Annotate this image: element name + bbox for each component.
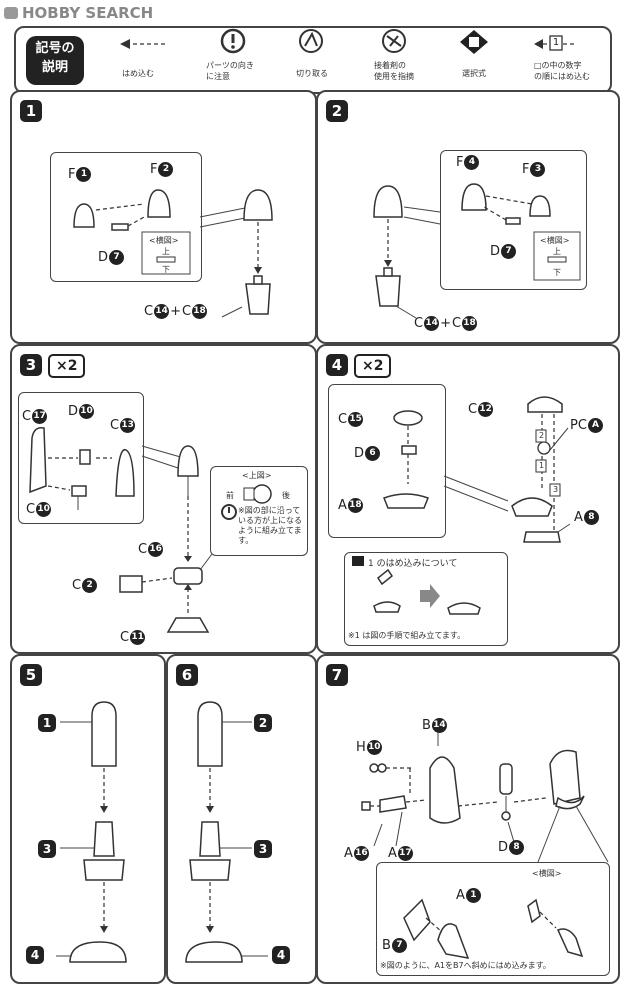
- step-number: 5: [20, 664, 42, 686]
- bottom-label: 下: [553, 268, 561, 277]
- step-1-drawing: [73, 189, 273, 318]
- step-number: 6: [176, 664, 198, 686]
- step-number: 4: [326, 354, 348, 376]
- order-3: 3: [553, 485, 559, 494]
- step-5-drawing: [56, 701, 127, 963]
- legend-label-cut: 切り取る: [296, 69, 328, 78]
- part-ref-3: 3: [254, 840, 272, 858]
- top-label: 上: [553, 247, 561, 256]
- step-number: 7: [326, 664, 348, 686]
- legend-label-orientation-2: に注意: [206, 72, 230, 81]
- step-5-panel: 5 1 3 4: [10, 654, 166, 984]
- step-number: 2: [326, 100, 348, 122]
- warning-note: ※1 は図の手順で組み立てます。: [348, 631, 466, 640]
- multiplier-badge: ×2: [48, 354, 86, 378]
- order-2: 2: [539, 431, 545, 440]
- step-4-drawing: [352, 396, 571, 615]
- bottom-label: 下: [162, 265, 170, 274]
- part-ref-2: 2: [254, 714, 272, 732]
- part-ref-4: 4: [272, 946, 290, 964]
- step-number: 3: [20, 354, 42, 376]
- back-label: 後: [282, 491, 290, 500]
- step-3-drawing: [29, 426, 272, 633]
- front-label: 前: [226, 491, 234, 500]
- side-view-label: <横図>: [540, 236, 570, 245]
- legend-label-adhesive-1: 接着剤の: [374, 61, 406, 70]
- top-label: 上: [162, 247, 170, 256]
- order-1: 1: [539, 461, 545, 470]
- logo-icon: [4, 7, 18, 19]
- part-ref-3: 3: [38, 840, 56, 858]
- step-6-panel: 6 2 3 4: [166, 654, 317, 984]
- step-2-drawing: [373, 183, 581, 319]
- watermark-logo: HOBBY SEARCH: [4, 4, 153, 22]
- side-view-label: <横図>: [149, 236, 179, 245]
- part-ref-4: 4: [26, 946, 44, 964]
- legend-label-order-2: の順にはめ込む: [534, 72, 590, 81]
- legend-icons: [120, 28, 576, 54]
- legend-label-select: 選択式: [462, 69, 486, 78]
- legend-label-adhesive-2: 使用を指摘: [374, 72, 414, 81]
- top-view-label: <上図>: [242, 471, 272, 480]
- legend-label-order-1: □の中の数字: [534, 61, 582, 70]
- number-box-label: 1: [552, 37, 560, 48]
- step-6-drawing: [185, 701, 268, 963]
- step-4-detail-box: [328, 384, 446, 538]
- legend-label-insert: はめ込む: [122, 69, 154, 78]
- step-7-drawing: [361, 732, 609, 959]
- step-7-note: ※図のように、A1をB7へ斜めにはめ込みます。: [380, 961, 551, 970]
- legend-title: 記号の説明: [26, 36, 84, 85]
- legend-panel: 記号の説明 1 はめ込む パーツの向き に注意 切り取る 接着剤の 使用を指摘 …: [14, 26, 612, 94]
- multiplier-badge: ×2: [354, 354, 392, 378]
- legend-label-orientation-1: パーツの向き: [206, 61, 254, 70]
- step-number: 1: [20, 100, 42, 122]
- step-3-note: ※図の部に沿っている方が上になるように組み立てます。: [238, 506, 302, 545]
- side-view-label: <横図>: [532, 869, 562, 878]
- watermark-text: HOBBY SEARCH: [22, 4, 154, 22]
- warning-title: 1 のはめ込みについて: [368, 559, 458, 569]
- part-ref-1: 1: [38, 714, 56, 732]
